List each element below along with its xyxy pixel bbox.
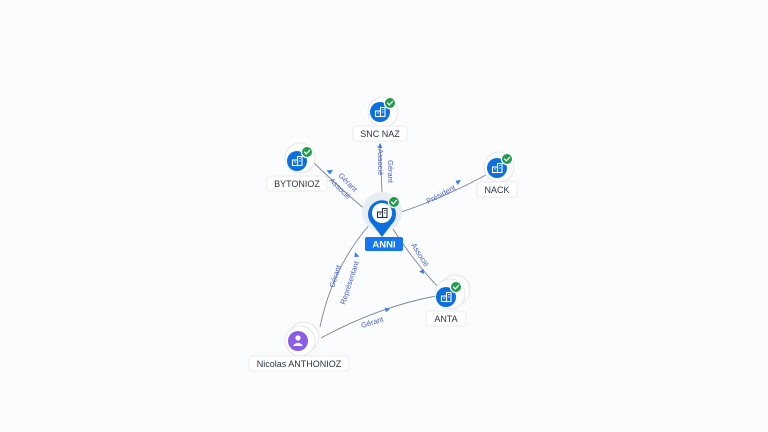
edge-label: Associé [409,241,431,268]
node-nack[interactable]: NACK [476,151,518,198]
check-icon [300,145,314,159]
node-bytonioz[interactable]: BYTONIOZ [266,142,328,192]
node-label: NACK [484,185,509,195]
check-icon [500,152,514,166]
node-label: SNC NAZ [360,129,400,139]
edge-arrow [354,252,360,258]
node-snc-naz[interactable]: SNC NAZ [352,96,408,142]
node-circle [288,331,308,351]
edge-nicolas-anni[interactable]: Gérant Représentant [319,223,371,328]
edge-arrow [455,180,461,185]
edge-label: Associé [376,149,385,175]
node-nicolas-anthonioz[interactable]: Nicolas ANTHONIOZ [248,321,350,372]
edge-label: Gérant [386,160,395,184]
node-label: Nicolas ANTHONIOZ [257,359,342,369]
node-anni[interactable]: ANNI [362,192,403,251]
edge-arrow [384,307,390,313]
node-label: BYTONIOZ [274,179,320,189]
check-icon [449,280,463,294]
center-label-bg [365,237,403,251]
person-icon [292,335,304,346]
node-anta[interactable]: ANTA [425,274,471,327]
node-label: ANNI [372,240,395,251]
node-label: ANTA [434,314,457,324]
edge-label: Gérant [327,263,343,288]
check-icon [387,195,401,209]
edge-arrow [326,170,333,175]
edge-arrow [377,143,383,148]
edge-label: Gérant [360,314,385,330]
check-icon [383,96,397,110]
edge-label: Président [425,183,458,206]
building-icon [376,207,388,219]
edge-anni-snc-naz[interactable]: Gérant Associé [376,143,395,194]
edge-arrow [419,268,424,274]
